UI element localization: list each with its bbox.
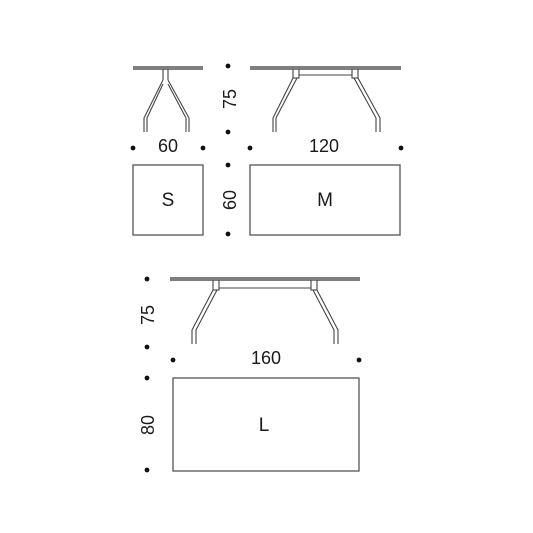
dim-dot: [130, 145, 136, 151]
medium-bracket-left: [292, 68, 300, 79]
small-height-label: 75: [220, 89, 240, 109]
medium-leg-left: [272, 77, 298, 132]
dim-dot: [144, 276, 150, 282]
large-leg-right: [312, 289, 339, 344]
dim-dot: [144, 375, 150, 381]
small-leg-left: [143, 79, 164, 132]
medium-size-label: M: [317, 190, 333, 211]
large-width-label: 160: [251, 348, 281, 368]
small-table-side-view: [133, 66, 203, 132]
medium-width-label: 120: [309, 136, 339, 156]
large-size-label: L: [259, 415, 270, 436]
large-leg-left: [191, 289, 218, 344]
dim-dot: [144, 344, 150, 350]
large-bracket-right: [310, 279, 318, 291]
small-table-top-view: [132, 164, 204, 236]
large-table-top-view: [172, 377, 360, 472]
small-size-label: S: [162, 190, 175, 211]
medium-table-top-view: [249, 164, 401, 236]
dim-dot: [398, 145, 404, 151]
dim-dot: [225, 129, 231, 135]
large-table-side-view: [170, 277, 360, 344]
dim-dot: [356, 357, 362, 363]
dim-dot: [247, 145, 253, 151]
dim-dot: [200, 145, 206, 151]
large-depth-label: 80: [138, 415, 158, 435]
small-leg-right: [167, 79, 190, 132]
dim-dot: [144, 467, 150, 473]
large-height-label: 75: [138, 305, 158, 325]
medium-depth-label: 60: [220, 190, 240, 210]
dim-dot: [170, 357, 176, 363]
large-bracket-left: [212, 279, 220, 291]
dim-dot: [225, 63, 231, 69]
small-width-label: 60: [158, 136, 178, 156]
dim-dot: [225, 231, 231, 237]
medium-leg-right: [353, 77, 381, 132]
medium-table-side-view: [250, 66, 401, 132]
dim-dot: [225, 162, 231, 168]
medium-bracket-right: [351, 68, 359, 79]
